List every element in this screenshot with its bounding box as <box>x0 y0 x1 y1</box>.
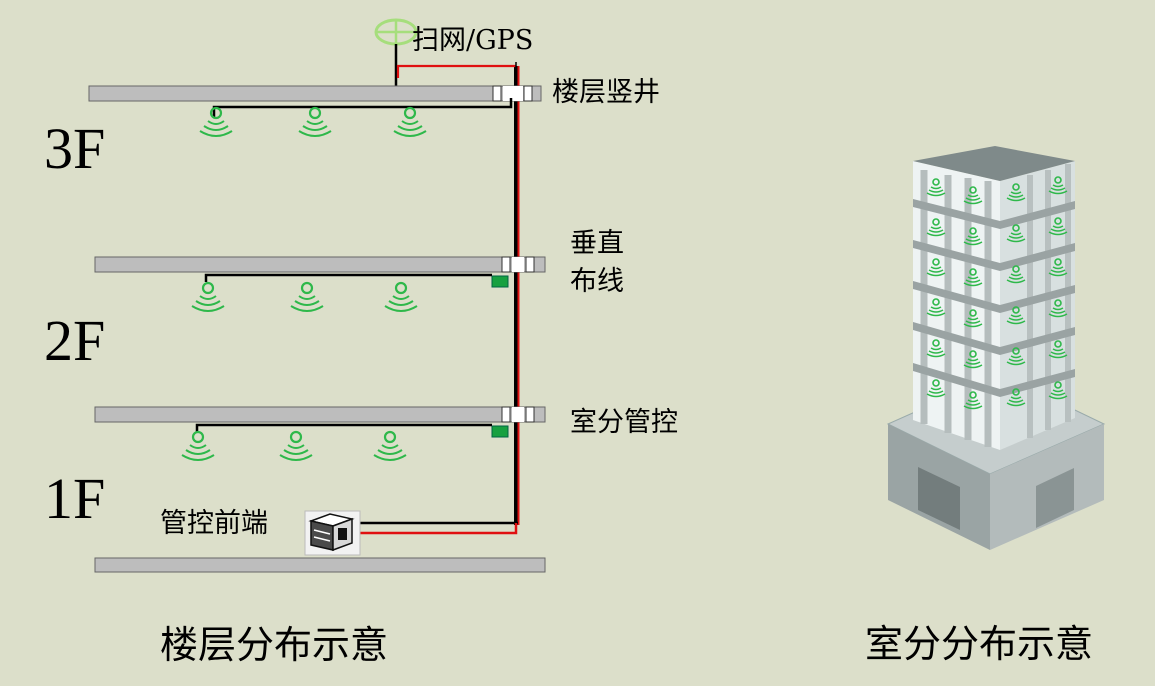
floor-shaft-label: 楼层竖井 <box>552 77 660 108</box>
wifi-signal-icon <box>198 106 234 138</box>
wifi-signal-icon <box>372 430 408 462</box>
room-distribution-caption: 室分分布示意 <box>865 622 1094 666</box>
wifi-signal-icon <box>297 106 333 138</box>
ground-slab <box>94 557 546 573</box>
floor-label-3f: 3F <box>44 116 106 181</box>
floor-2f-feeder <box>204 273 492 282</box>
controller-cable-red <box>358 523 518 535</box>
floor-label-2f: 2F <box>44 308 106 373</box>
wifi-signal-icon <box>392 106 428 138</box>
building-icon <box>886 146 1106 550</box>
server-device-icon <box>304 510 361 556</box>
floor-slab-1f <box>94 406 546 423</box>
floor-2f-control-module <box>491 275 509 288</box>
vertical-wiring-label-line1: 垂直 <box>570 228 624 259</box>
wifi-signal-icon <box>180 430 216 462</box>
floor-1f-feeder <box>195 423 492 432</box>
wifi-signal-icon <box>190 281 226 313</box>
gps-antenna-icon <box>374 18 418 88</box>
wifi-signal-icon <box>289 281 325 313</box>
vertical-wiring-label-line2: 布线 <box>570 266 624 297</box>
room-control-label: 室分管控 <box>570 407 678 438</box>
floor-3f-feeder <box>212 98 513 118</box>
floor-distribution-caption: 楼层分布示意 <box>160 623 389 667</box>
control-frontend-label: 管控前端 <box>160 508 268 539</box>
floor-slab-2f <box>94 256 546 273</box>
gps-cable <box>396 64 516 78</box>
wifi-signal-icon <box>383 281 419 313</box>
floor-label-1f: 1F <box>44 466 106 531</box>
wifi-signal-icon <box>278 430 314 462</box>
floor-slab-3f <box>88 85 542 102</box>
scan-gps-label: 扫网/GPS <box>412 25 534 56</box>
floor-1f-control-module <box>491 425 509 438</box>
